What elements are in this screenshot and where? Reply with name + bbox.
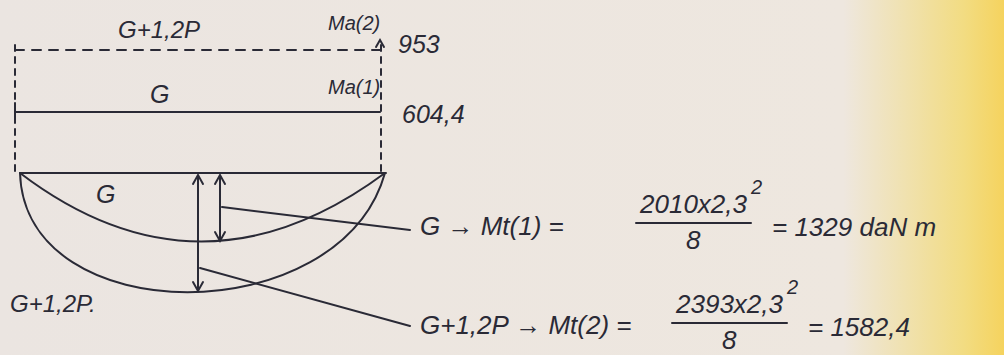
load-label: G+1,2P [118, 16, 200, 44]
load-label: G [150, 80, 169, 109]
arrow-head [215, 175, 225, 184]
fraction-bar [672, 322, 787, 324]
denominator: 8 [722, 326, 736, 355]
fraction-bar [636, 222, 751, 224]
load-label: G [96, 180, 115, 209]
formula-result: = 1329 daN m [772, 213, 936, 243]
load-label: G+1,2P. [10, 290, 96, 318]
baseline [20, 172, 386, 174]
leader-line [222, 207, 410, 230]
formula-result: = 1582,4 [808, 313, 910, 343]
moment-value: 953 [398, 30, 440, 59]
arrow-head [193, 175, 203, 184]
exponent: 2 [751, 176, 762, 199]
leader-line [200, 268, 410, 326]
formula-text: G → Mt(1) = [420, 212, 564, 242]
parabola-g [20, 173, 385, 242]
ordinate-arrow [219, 176, 221, 240]
moment-label: Ma(1) [328, 76, 380, 99]
numerator: 2010x2,3 [640, 190, 747, 220]
formula-text: G+1,2P → Mt(2) = [420, 311, 631, 341]
exponent: 2 [787, 276, 798, 299]
arrow-head [215, 232, 225, 241]
solid-line [15, 111, 380, 113]
arrow-head [193, 282, 203, 291]
moment-value: 604,4 [402, 100, 465, 129]
guide-line [14, 45, 16, 172]
guide-line [380, 45, 382, 172]
numerator: 2393x2,3 [676, 290, 783, 320]
ordinate-arrow [197, 176, 199, 290]
parabola-g-p [20, 173, 385, 292]
dashed-line [15, 49, 380, 51]
denominator: 8 [686, 226, 700, 256]
moment-label: Ma(2) [328, 12, 380, 35]
